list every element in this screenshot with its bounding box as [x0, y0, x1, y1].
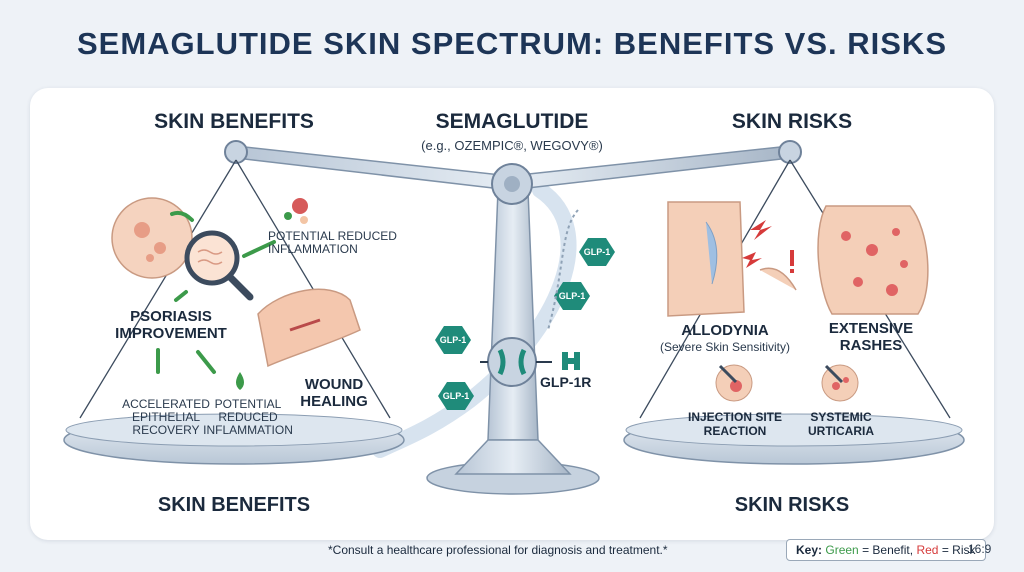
- benefits-heading-top: SKIN BENEFITS: [154, 110, 314, 133]
- magnifier-icon: [184, 230, 254, 301]
- benefit-reduced-inflammation-top: POTENTIAL REDUCED INFLAMMATION: [268, 229, 397, 256]
- right-pan: [623, 413, 965, 465]
- benefit-arrows: [156, 210, 276, 374]
- glp1-hex: GLP-1: [438, 382, 474, 410]
- receptor-hub: [480, 337, 580, 387]
- glp1-hex-label: GLP-1: [584, 247, 611, 257]
- center-heading: SEMAGLUTIDE: [435, 110, 589, 133]
- glp1-hex: GLP-1: [579, 238, 615, 266]
- lightning-icon: [742, 220, 772, 268]
- center-subheading: (e.g., OZEMPIC®, WEGOVY®): [421, 138, 603, 153]
- scale-beam: [224, 140, 802, 205]
- allodynia-body-icon: [667, 201, 797, 317]
- wound-skin-icon: [257, 288, 361, 368]
- benefit-reduced-inflammation: POTENTIAL REDUCED INFLAMMATION: [203, 397, 293, 437]
- rash-torso-icon: [817, 205, 929, 315]
- glp1-hex-label: GLP-1: [443, 391, 470, 401]
- risks-heading-top: SKIN RISKS: [731, 110, 853, 133]
- glp1-hex-label: GLP-1: [559, 291, 586, 301]
- risk-allodynia: ALLODYNIA: [681, 322, 769, 339]
- benefits-heading-bottom: SKIN BENEFITS: [157, 494, 311, 516]
- urticaria-icon: [821, 364, 859, 402]
- glp1-hex: GLP-1: [554, 282, 590, 310]
- risk-allodynia-sub: (Severe Skin Sensitivity): [659, 340, 791, 354]
- disclaimer-note: *Consult a healthcare professional for d…: [328, 543, 668, 557]
- alert-icon: [790, 250, 794, 273]
- aspect-ratio-label: 16:9: [968, 542, 992, 556]
- swirl-path: [372, 182, 577, 458]
- risks-heading-bottom: SKIN RISKS: [734, 494, 850, 516]
- risk-extensive-rashes: EXTENSIVE RASHES: [828, 320, 914, 354]
- glp1-molecules: GLP-1 GLP-1 GLP-1 GLP-1: [435, 209, 615, 410]
- risk-injection-site: INJECTION SITE REACTION: [687, 410, 782, 438]
- injection-site-icon: [715, 364, 753, 402]
- water-drop-icon: [236, 372, 244, 390]
- benefit-psoriasis: PSORIASIS IMPROVEMENT: [115, 308, 227, 342]
- color-key: Key: Green = Benefit, Red = Risk: [786, 539, 986, 561]
- scale-stand: [426, 189, 600, 495]
- benefit-wound-healing: WOUND HEALING: [300, 376, 368, 410]
- left-pan: [63, 413, 405, 465]
- receptor-label: GLP-1R: [540, 374, 592, 390]
- psoriasis-skin-icon: [111, 197, 193, 279]
- page-title: SEMAGLUTIDE SKIN SPECTRUM: BENEFITS VS. …: [76, 26, 947, 61]
- risk-systemic-urticaria: SYSTEMIC URTICARIA: [808, 410, 874, 438]
- molecule-icon: [284, 198, 308, 224]
- glp1-hex: GLP-1: [435, 326, 471, 354]
- glp1-flow-arrow: [547, 209, 579, 331]
- glp1-hex-label: GLP-1: [440, 335, 467, 345]
- benefit-epithelial-recovery: ACCELERATED EPITHELIAL RECOVERY: [122, 397, 210, 437]
